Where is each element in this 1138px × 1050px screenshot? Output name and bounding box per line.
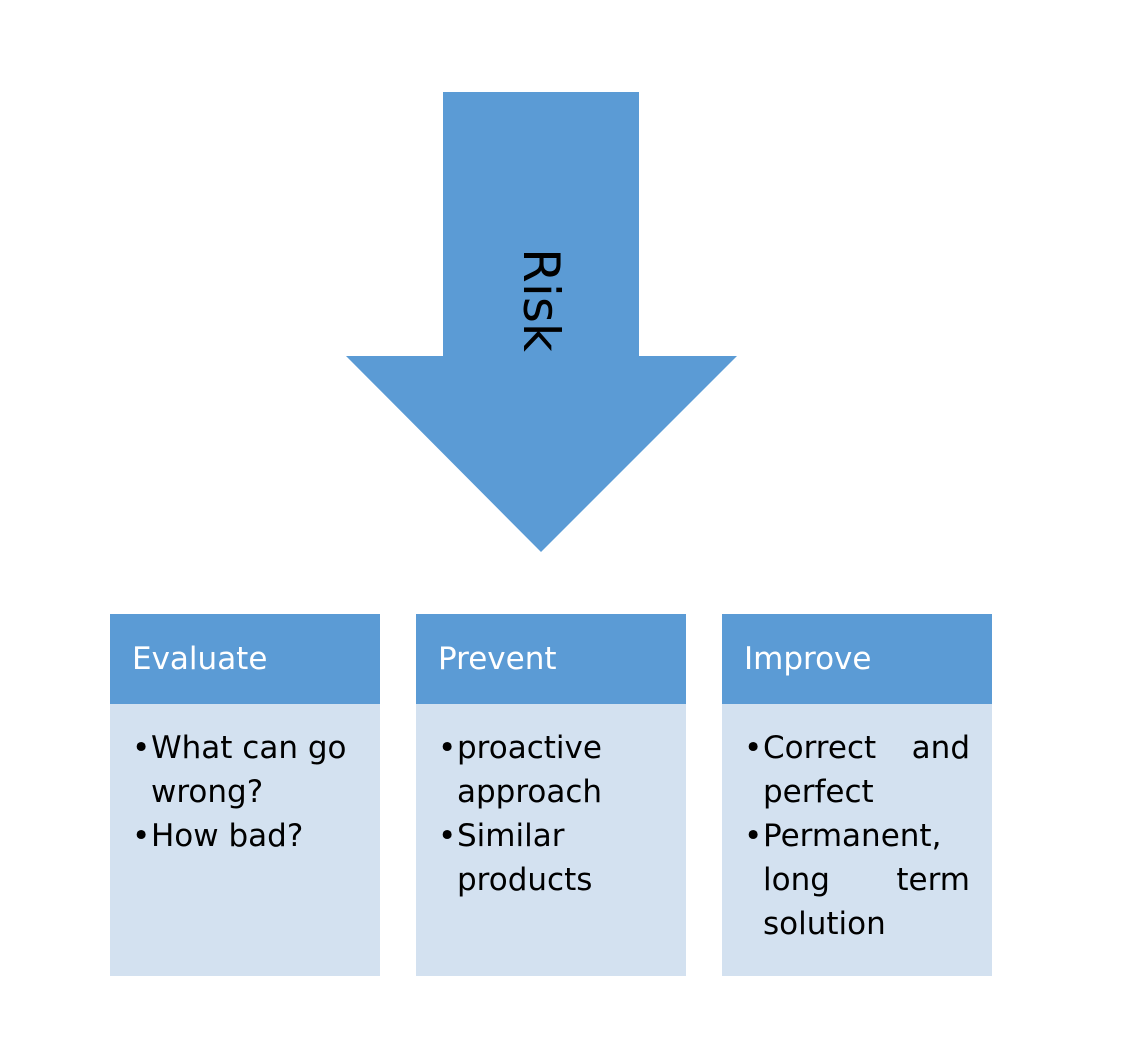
bullet-list: •What can go wrong? •How bad? bbox=[132, 726, 358, 858]
bullet-icon: • bbox=[438, 730, 457, 766]
card-improve: Improve •Correct and perfect •Permanent,… bbox=[722, 614, 992, 976]
card-body-prevent: •proactive approach •Similar products bbox=[416, 704, 686, 976]
bullet-text: Similar products bbox=[457, 818, 593, 898]
arrow-label: Risk bbox=[512, 248, 570, 352]
bullet-text: Permanent, long term solution bbox=[763, 818, 970, 942]
card-header-improve: Improve bbox=[722, 614, 992, 704]
arrow-shape bbox=[346, 92, 737, 552]
list-item: •How bad? bbox=[132, 814, 358, 858]
list-item: •Permanent, long term solution bbox=[744, 814, 970, 946]
list-item: •proactive approach bbox=[438, 726, 664, 814]
card-body-improve: •Correct and perfect •Permanent, long te… bbox=[722, 704, 992, 976]
bullet-icon: • bbox=[744, 818, 763, 854]
bullet-icon: • bbox=[744, 730, 763, 766]
bullet-text: What can go wrong? bbox=[151, 730, 347, 810]
list-item: •What can go wrong? bbox=[132, 726, 358, 814]
card-prevent: Prevent •proactive approach •Similar pro… bbox=[416, 614, 686, 976]
bullet-text: proactive approach bbox=[457, 730, 603, 810]
bullet-icon: • bbox=[132, 818, 151, 854]
bullet-list: •Correct and perfect •Permanent, long te… bbox=[744, 726, 970, 946]
bullet-text: How bad? bbox=[151, 818, 304, 854]
bullet-icon: • bbox=[132, 730, 151, 766]
down-arrow-icon bbox=[346, 92, 737, 552]
card-evaluate: Evaluate •What can go wrong? •How bad? bbox=[110, 614, 380, 976]
card-header-evaluate: Evaluate bbox=[110, 614, 380, 704]
bullet-icon: • bbox=[438, 818, 457, 854]
list-item: •Similar products bbox=[438, 814, 664, 902]
risk-arrow: Risk bbox=[346, 92, 737, 552]
bullet-text: Correct and perfect bbox=[763, 730, 970, 810]
list-item: •Correct and perfect bbox=[744, 726, 970, 814]
card-body-evaluate: •What can go wrong? •How bad? bbox=[110, 704, 380, 976]
bullet-list: •proactive approach •Similar products bbox=[438, 726, 664, 902]
card-header-prevent: Prevent bbox=[416, 614, 686, 704]
